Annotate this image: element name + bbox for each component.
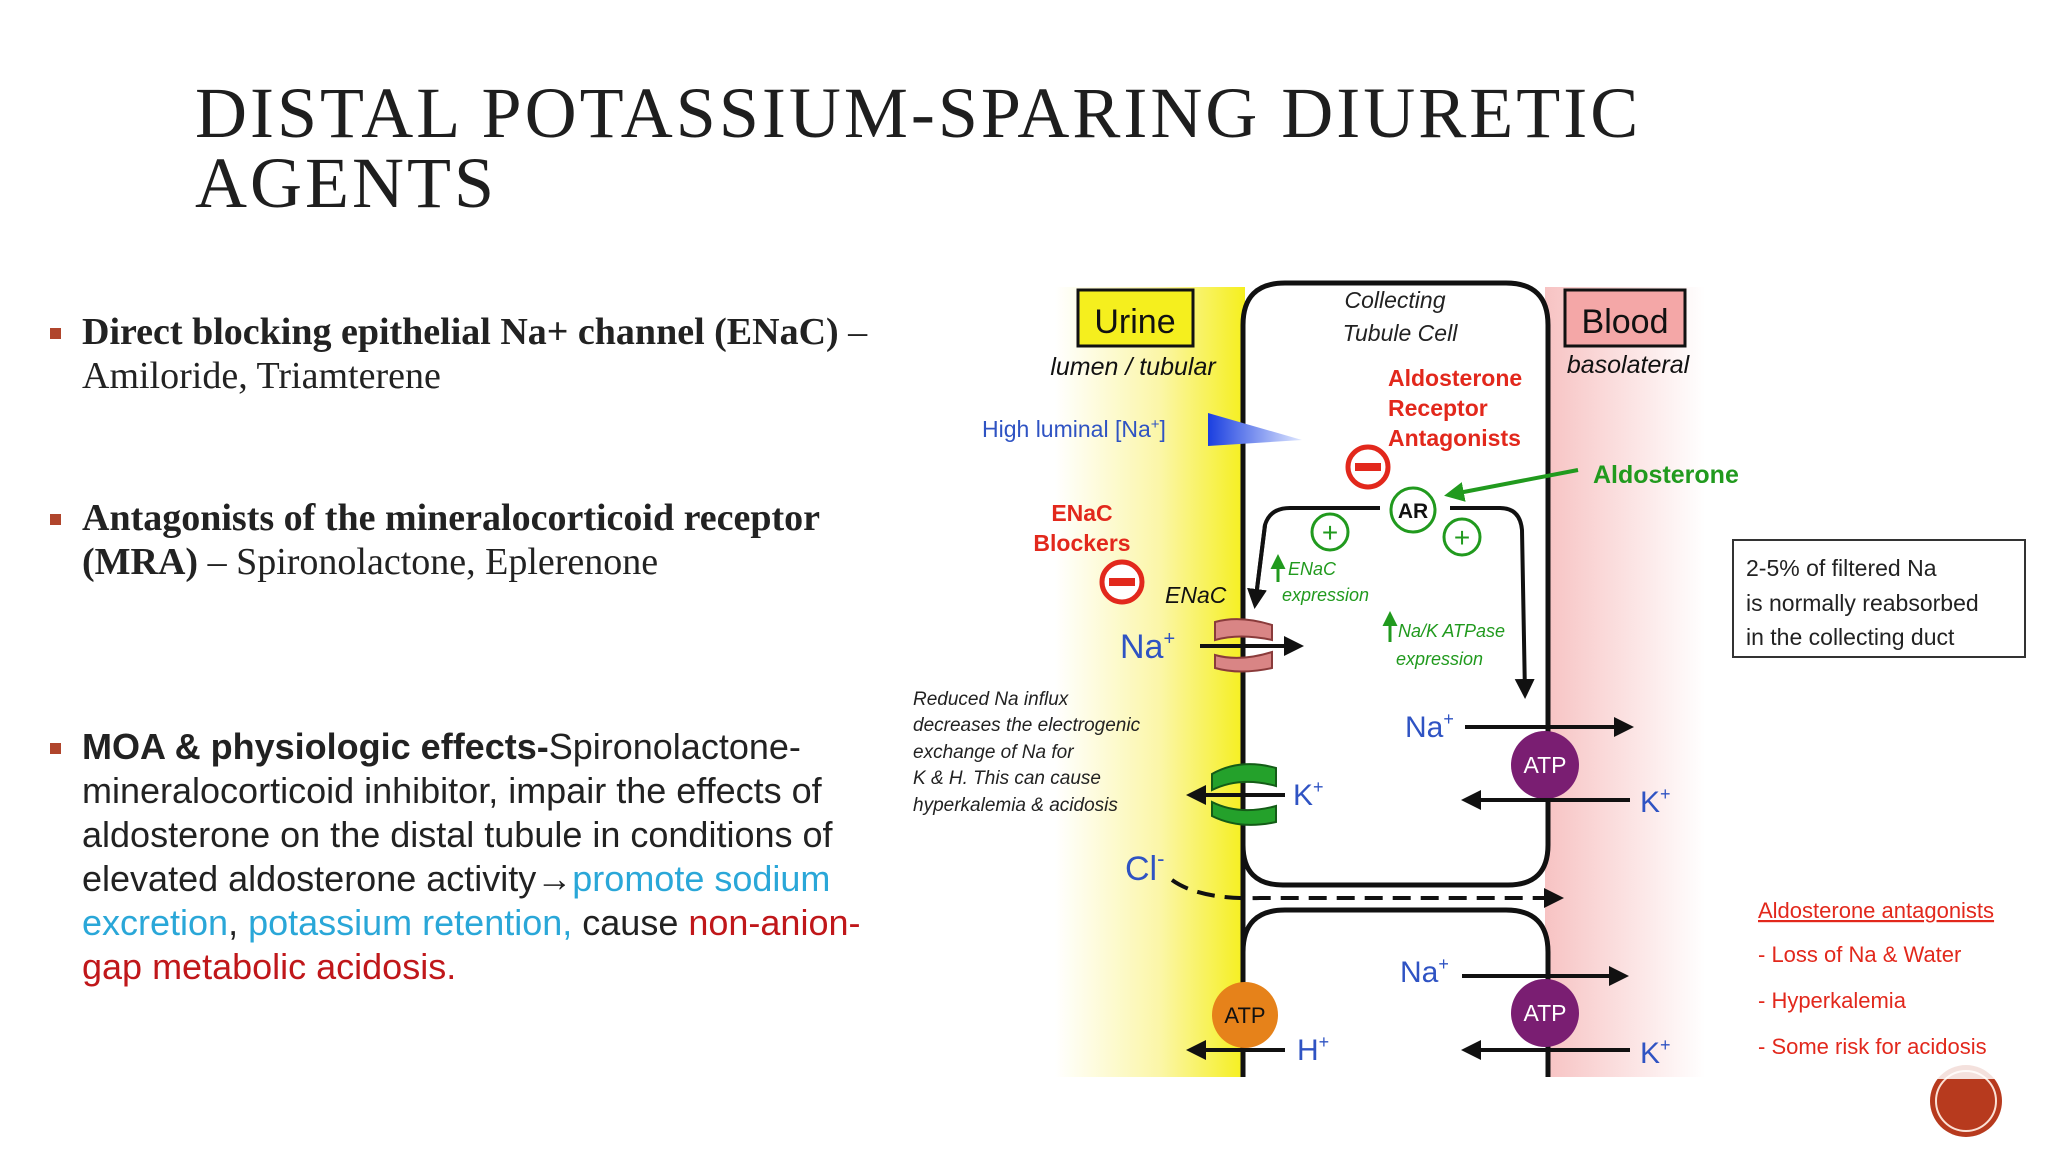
enac-label: ENaC <box>1165 582 1227 608</box>
bullet-bold: Direct blocking epithelial Na+ channel (… <box>82 311 839 353</box>
bullet-marker <box>50 514 61 525</box>
bullet-text: – Spironolactone, Eplerenone <box>198 541 659 583</box>
k-basolateral-label: K+ <box>1640 784 1671 819</box>
h-label: H+ <box>1297 1032 1329 1067</box>
cell-label-1: Collecting <box>1345 287 1446 313</box>
h-atpase-pump-icon <box>1212 982 1278 1048</box>
urine-label-box <box>1076 288 1195 348</box>
atp-label-lower-left: ATP <box>1224 1003 1265 1028</box>
blood-label: Blood <box>1582 303 1669 341</box>
urine-label: Urine <box>1094 303 1175 341</box>
na-basolateral-label-lower: Na+ <box>1400 954 1449 989</box>
antagonists-item-1: - Loss of Na & Water <box>1758 942 1961 967</box>
blood-label-box <box>1563 288 1687 348</box>
cell-upper-fill <box>1243 283 1548 888</box>
aldosterone-label: Aldosterone <box>1593 461 1739 489</box>
k-basolateral-label-lower: K+ <box>1640 1035 1671 1070</box>
blood-sublabel: basolateral <box>1567 351 1691 379</box>
cell-lower-fill <box>1243 908 1548 1095</box>
svg-text:+: + <box>1322 517 1338 548</box>
highlight-acidosis: non-anion-gap metabolic acidosis. <box>82 902 861 987</box>
enac-plus-icon: + <box>1310 512 1350 552</box>
bullet-bold: MOA & physiologic effects- <box>82 726 549 767</box>
antagonists-item-2: - Hyperkalemia <box>1758 988 1907 1013</box>
ar-receptor-icon <box>1389 486 1437 534</box>
bullet-marker <box>50 743 61 754</box>
bullet-item-enac: Direct blocking epithelial Na+ channel (… <box>50 310 880 398</box>
bullet-item-mra: Antagonists of the mineralocorticoid rec… <box>50 496 880 584</box>
ar-signal-path-enac <box>1247 524 1267 609</box>
bullet-item-moa: MOA & physiologic effects-Spironolactone… <box>50 725 880 989</box>
high-luminal-na-label: High luminal [Na+] <box>982 416 1166 442</box>
svg-text:+: + <box>1454 522 1470 553</box>
enac-blockers-label-2: Blockers <box>1033 530 1130 556</box>
cell-label-2: Tubule Cell <box>1343 320 1459 346</box>
collecting-tubule-diagram: Urine lumen / tubular Collecting Tubule … <box>913 280 2026 1095</box>
bullet-bold: Antagonists of the mineralocorticoid rec… <box>82 497 820 583</box>
cell-membrane-lower <box>1240 907 1551 1077</box>
separator: , <box>228 902 249 943</box>
aldosterone-arrow <box>1444 468 1579 502</box>
na-basolateral-label: Na+ <box>1405 709 1454 744</box>
ara-label-1: Aldosterone <box>1388 365 1522 391</box>
ara-label-3: Antagonists <box>1388 425 1521 451</box>
ara-label-2: Receptor <box>1388 395 1488 421</box>
antagonists-item-3: - Some risk for acidosis <box>1758 1034 1987 1059</box>
enac-blockers-label-1: ENaC <box>1051 500 1112 526</box>
reabsorption-info-text: 2-5% of filtered Na is normally reabsorb… <box>1746 555 1985 650</box>
naka-plus-icon: + <box>1442 517 1482 557</box>
enac-expression-label-2: expression <box>1282 585 1369 605</box>
naka-atpase-pump-icon <box>1511 731 1579 799</box>
highlight-sodium-excretion: promote sodium excretion <box>82 858 831 943</box>
bullet-text: – Amiloride, Triamterene <box>82 311 868 397</box>
enac-blockers-minus-icon <box>1099 559 1145 605</box>
reabsorption-info-box <box>1732 539 2026 658</box>
slide-corner-badge-icon <box>1930 1063 2002 1137</box>
cl-label: Cl- <box>1125 846 1164 888</box>
atp-label-upper: ATP <box>1523 752 1566 778</box>
cell-membrane-upper <box>1240 280 1551 1077</box>
antagonists-title: Aldosterone antagonists <box>1758 898 1994 923</box>
urine-lumen-region <box>1055 287 1245 1077</box>
bullet-text-2: cause <box>572 902 689 943</box>
luminal-gradient-wedge <box>1208 413 1302 446</box>
k-luminal-label: K+ <box>1293 777 1324 812</box>
ara-inhibit-minus-icon <box>1345 444 1391 490</box>
ar-label: AR <box>1398 500 1428 523</box>
slide-title-line-2: Agents <box>195 143 497 223</box>
reduced-na-note: Reduced Na influx decreases the electrog… <box>913 689 1145 816</box>
slide-title-line-1: Distal Potassium-Sparing Diuretic <box>195 73 1642 153</box>
enac-channel-icon <box>1214 618 1273 673</box>
atp-label-lower-right: ATP <box>1523 1000 1566 1026</box>
naka-expression-label-1: Na/K ATPase <box>1398 621 1505 641</box>
blood-region <box>1545 287 1705 1077</box>
slide-title: Distal Potassium-Sparing Diuretic Agents <box>195 77 1695 219</box>
naka-expression-label-2: expression <box>1396 649 1483 669</box>
k-channel-icon <box>1211 763 1277 826</box>
bullet-marker <box>50 328 61 339</box>
highlight-potassium-retention: potassium retention, <box>248 902 573 943</box>
naka-atpase-pump-icon-lower <box>1511 979 1579 1047</box>
enac-expression-label-1: ENaC <box>1288 559 1337 579</box>
urine-sublabel: lumen / tubular <box>1050 353 1217 381</box>
cl-paracellular-arrow <box>1170 878 1564 908</box>
ar-signal-path <box>1253 506 1525 695</box>
bullet-text: Spironolactone-mineralocorticoid inhibit… <box>82 726 833 899</box>
na-luminal-label: Na+ <box>1120 628 1175 666</box>
